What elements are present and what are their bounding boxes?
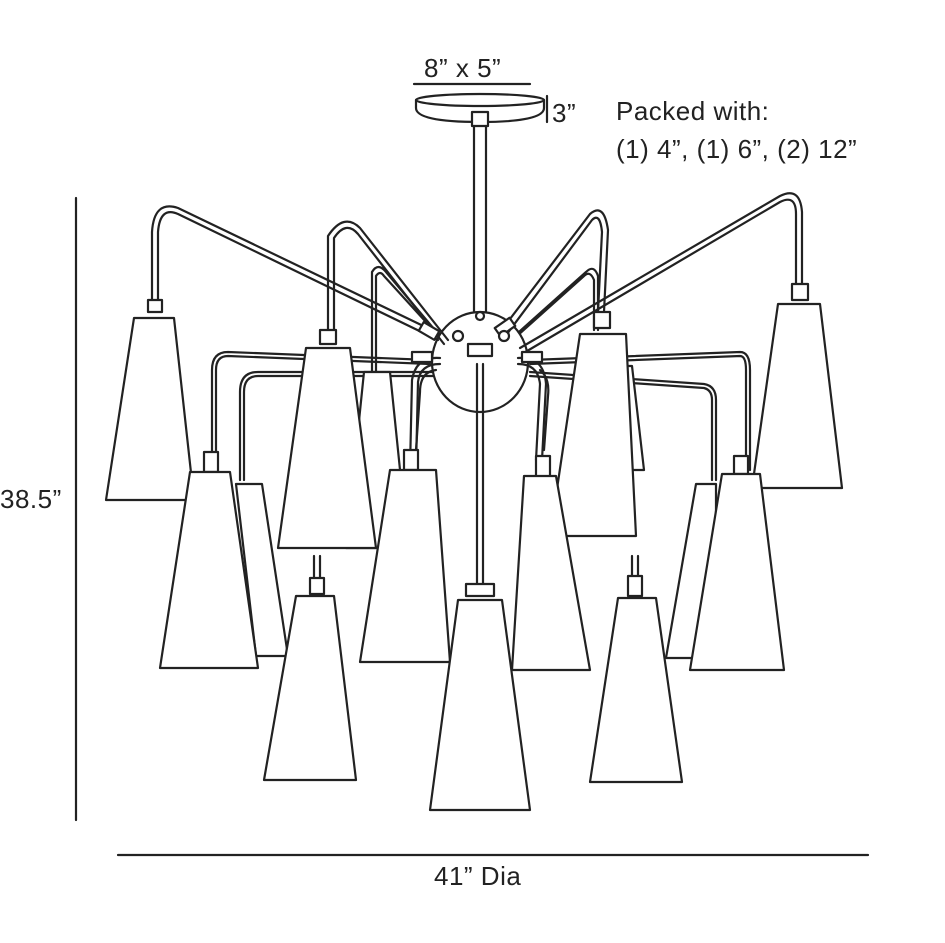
diameter-label: 41” Dia xyxy=(434,861,522,891)
canopy xyxy=(414,92,546,128)
overall-height-label: 38.5” xyxy=(0,484,62,514)
back-arms xyxy=(210,265,752,482)
center-hub xyxy=(430,124,530,414)
packed-with-heading: Packed with: xyxy=(616,96,770,126)
canopy-height-label: 3” xyxy=(552,98,577,128)
canopy-size-label: 8” x 5” xyxy=(424,53,502,83)
packed-with-rods: (1) 4”, (1) 6”, (2) 12” xyxy=(616,134,858,164)
front-shades xyxy=(104,282,844,812)
